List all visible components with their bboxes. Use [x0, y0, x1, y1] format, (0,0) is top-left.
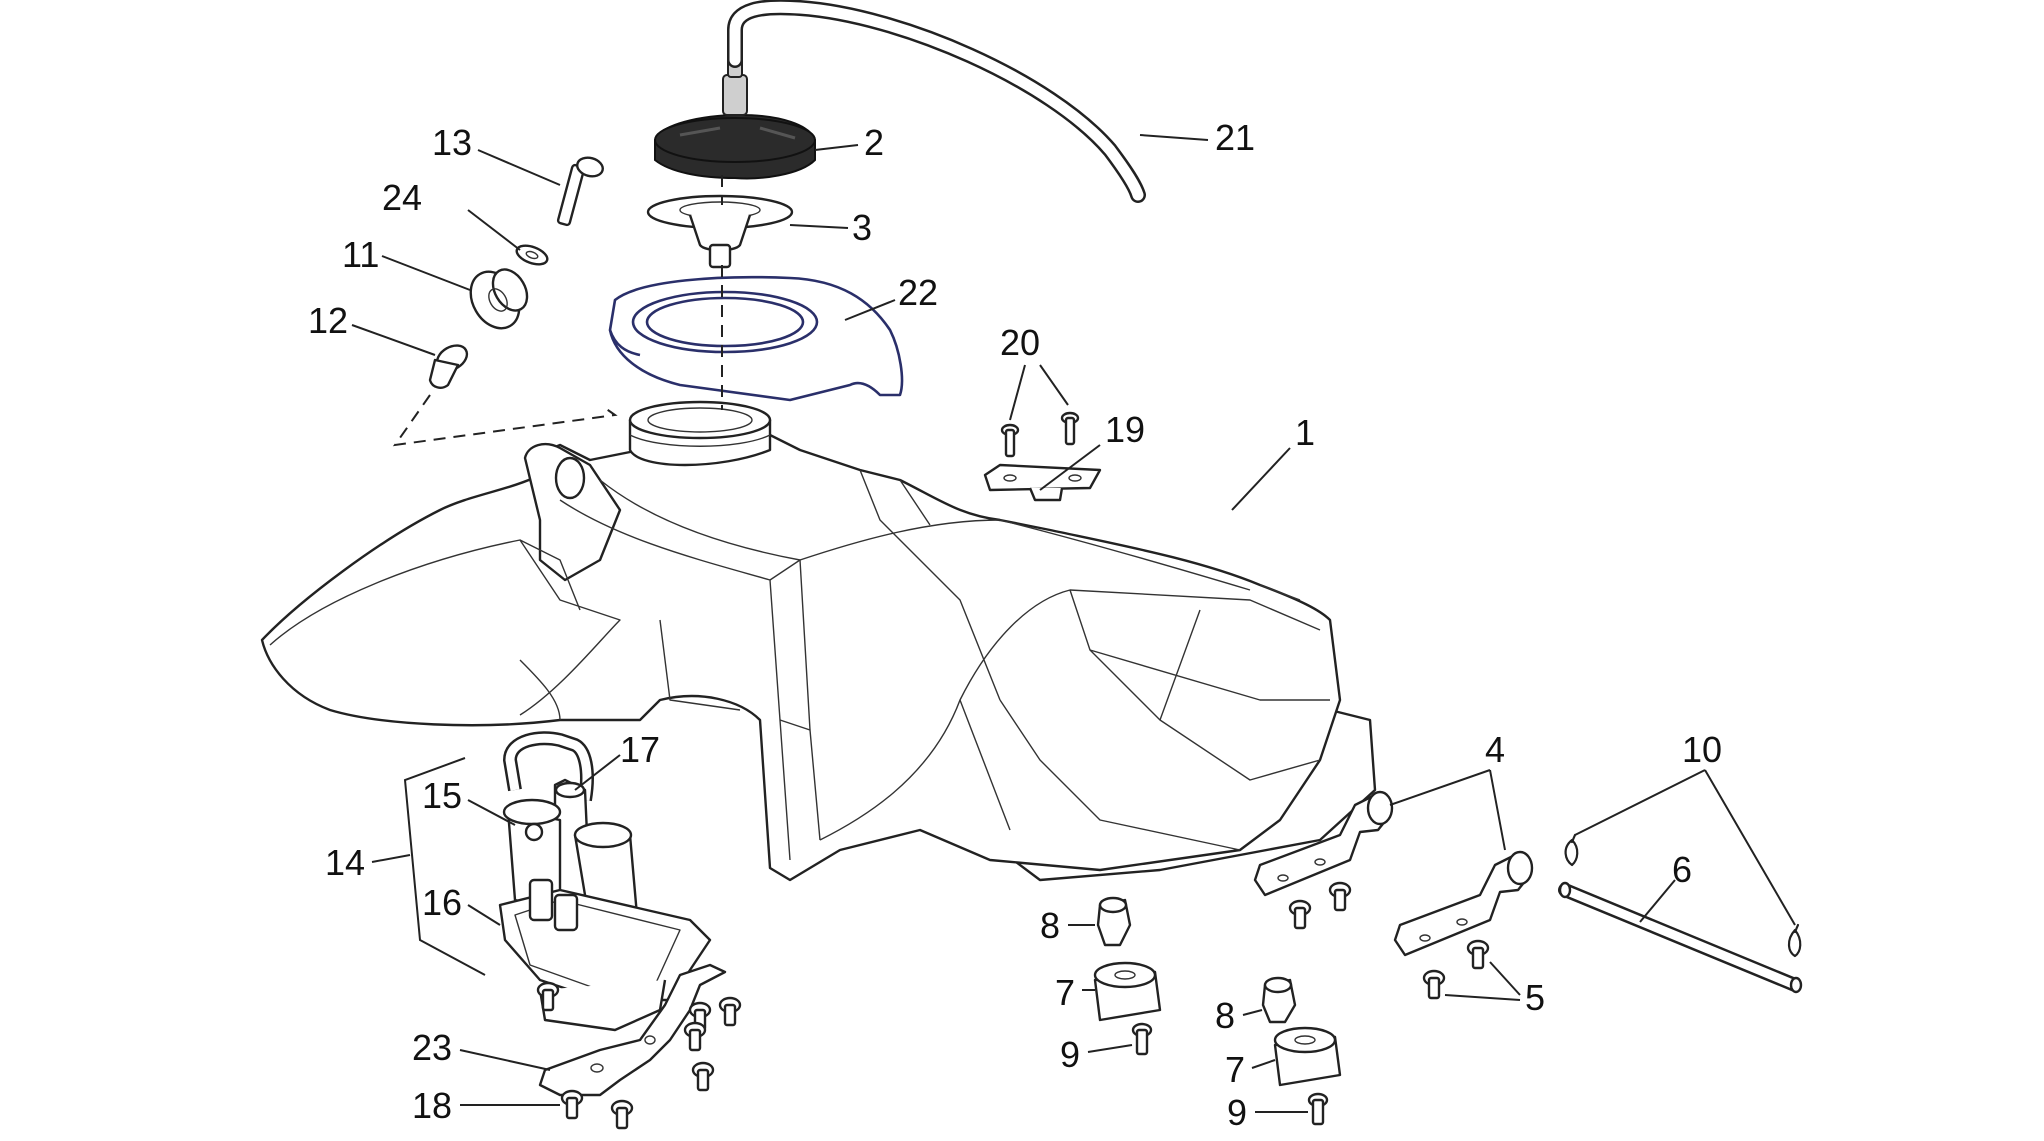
callout-17: 17 [620, 729, 660, 770]
callout-10: 10 [1682, 729, 1722, 770]
mounting-dashed-line [392, 394, 618, 447]
screws-18 [536, 981, 742, 1130]
callout-1: 1 [1295, 412, 1315, 453]
callout-8b: 8 [1215, 995, 1235, 1036]
breather-hose [727, 0, 1146, 203]
pin-6 [1558, 881, 1803, 994]
callout-23: 23 [412, 1027, 452, 1068]
rubber-mount-8a [1096, 896, 1132, 947]
callout-22: 22 [898, 272, 938, 313]
screws-20 [1000, 411, 1080, 458]
callout-3: 3 [852, 207, 872, 248]
callout-7b: 7 [1225, 1049, 1245, 1090]
callout-4: 4 [1485, 729, 1505, 770]
fuel-tank [260, 400, 1377, 882]
fuel-cap [654, 54, 816, 180]
cap-gasket [646, 194, 794, 269]
leader-lines [351, 134, 1796, 1113]
tank-cover [608, 275, 904, 402]
callout-15: 15 [422, 775, 462, 816]
bolts-5 [1288, 881, 1490, 1000]
callout-5: 5 [1525, 977, 1545, 1018]
callout-13: 13 [432, 122, 472, 163]
fuel-pump-assembly [498, 731, 712, 1032]
rubber-mount-8b [1261, 976, 1297, 1024]
callout-8a: 8 [1040, 905, 1060, 946]
callout-14: 14 [325, 842, 365, 883]
bracket-14 [403, 757, 486, 976]
callout-12: 12 [308, 300, 348, 341]
callout-24: 24 [382, 177, 422, 218]
callout-18: 18 [412, 1085, 452, 1126]
spacer-7a [1093, 961, 1162, 1022]
callout-2: 2 [864, 122, 884, 163]
callout-9b: 9 [1227, 1092, 1247, 1133]
callout-16: 16 [422, 882, 462, 923]
spacer-12 [428, 344, 469, 389]
callout-9a: 9 [1060, 1034, 1080, 1075]
spacer-7b [1273, 1026, 1342, 1087]
bolt-9a [1131, 1022, 1153, 1056]
washer-24 [515, 244, 549, 266]
callout-19: 19 [1105, 409, 1145, 450]
bracket-4b [1393, 850, 1534, 957]
callout-7a: 7 [1055, 972, 1075, 1013]
bolt-13 [556, 156, 604, 227]
callout-21: 21 [1215, 117, 1255, 158]
callout-20: 20 [1000, 322, 1040, 363]
clips-10 [1564, 833, 1802, 958]
bracket-plate-19 [983, 463, 1102, 502]
callout-11: 11 [342, 234, 379, 275]
callout-6: 6 [1672, 849, 1692, 890]
bracket-4a [1253, 790, 1394, 897]
rubber-bushing-11 [469, 268, 529, 330]
callout-labels: 1 2 3 4 5 6 7 7 8 8 9 9 10 11 12 13 14 1… [308, 117, 1722, 1133]
bolt-9b [1307, 1092, 1329, 1126]
